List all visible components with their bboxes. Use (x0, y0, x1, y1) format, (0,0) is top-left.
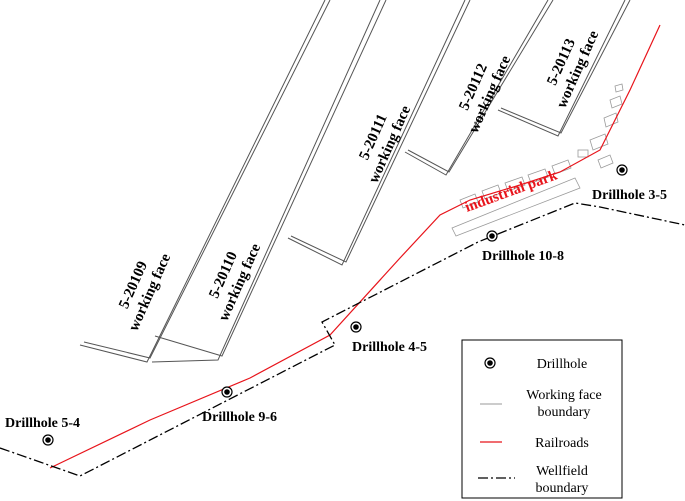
drillhole-marker (350, 321, 362, 333)
face-boundary-5-20111 (287, 0, 466, 266)
building (609, 95, 623, 109)
industrial-park-label: industrial park (463, 167, 560, 215)
railroad-line (49, 24, 661, 469)
drillhole-marker (221, 386, 233, 398)
face-boundary-5-20113-inner (500, 0, 631, 134)
legend-drillhole-symbol (484, 357, 496, 369)
building (597, 154, 614, 169)
wellfield-boundary-line (0, 202, 685, 477)
drillhole-label: Drillhole 9-6 (202, 410, 277, 425)
working-face-boundaries (79, 0, 631, 363)
legend-face-boundary-label-1: Working face (526, 388, 601, 403)
legend-wellfield-label-2: boundary (536, 481, 589, 496)
face-boundary-5-20110-inner (154, 0, 387, 357)
face-label-5-20112: 5-20112working face (449, 46, 514, 136)
face-boundary-5-20110 (151, 0, 381, 363)
building (603, 112, 619, 128)
building (527, 168, 549, 184)
face-boundary-5-20109-inner (83, 0, 331, 359)
drillhole-label: Drillhole 5-4 (5, 416, 80, 431)
building (589, 133, 609, 151)
drillhole-marker (486, 230, 498, 242)
face-boundary-5-20112-inner (407, 0, 554, 173)
building (614, 83, 624, 93)
drillhole-label: Drillhole 4-5 (352, 340, 427, 355)
face-boundary-5-20109 (79, 0, 326, 363)
drillhole-marker (42, 434, 54, 446)
face-label-5-20111: 5-20111working face (349, 96, 414, 186)
building (451, 177, 581, 237)
drillhole-label: Drillhole 10-8 (482, 249, 564, 264)
building (459, 193, 479, 209)
legend-drillhole-label: Drillhole (537, 357, 588, 372)
drillhole-label: Drillhole 3-5 (592, 188, 667, 203)
face-boundary-5-20112 (404, 0, 549, 176)
face-label-5-20109: 5-20109working face (109, 244, 174, 334)
building (551, 159, 572, 175)
legend-wellfield-label-1: Wellfield (536, 464, 588, 479)
drillhole-marker (616, 164, 628, 176)
legend-railroad-label: Railroads (535, 436, 589, 451)
legend: Drillhole Working face boundary Railroad… (461, 339, 623, 499)
face-boundary-5-20111-inner (290, 0, 471, 263)
legend-face-boundary-label-2: boundary (538, 405, 591, 420)
face-boundary-5-20113 (497, 0, 626, 137)
building (577, 149, 589, 158)
